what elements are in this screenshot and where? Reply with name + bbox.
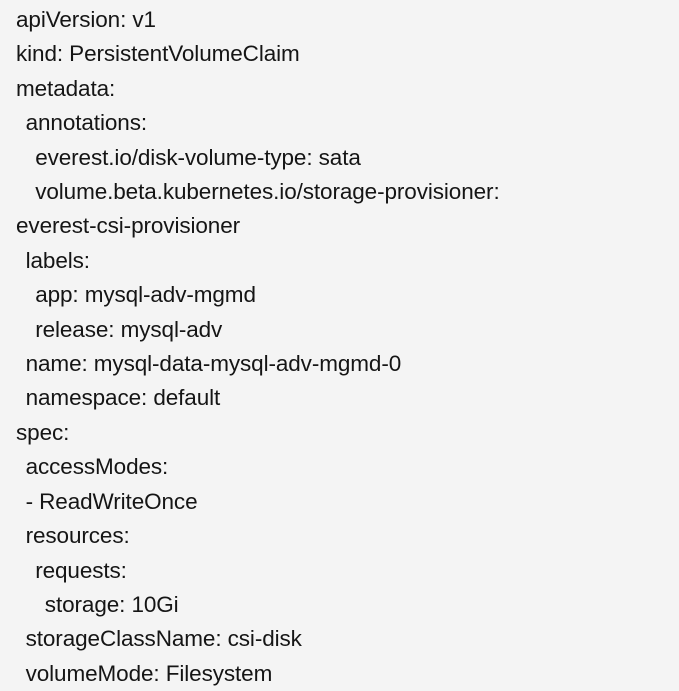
yaml-line: apiVersion: v1 — [16, 7, 156, 32]
yaml-line: volumeMode: Filesystem — [25, 660, 273, 686]
yaml-line: storage: 10Gi — [44, 591, 179, 617]
yaml-line: metadata: — [16, 75, 116, 101]
yaml-line: app: mysql-adv-mgmd — [35, 282, 256, 308]
yaml-line: accessModes: — [25, 454, 169, 480]
yaml-line: spec: — [16, 419, 70, 445]
yaml-line: resources: — [25, 523, 130, 549]
yaml-line: volume.beta.kubernetes.io/storage-provis… — [35, 179, 500, 205]
yaml-line: namespace: default — [25, 385, 221, 411]
yaml-line: release: mysql-adv — [35, 316, 223, 342]
yaml-line: requests: — [35, 557, 127, 583]
yaml-line: name: mysql-data-mysql-adv-mgmd-0 — [25, 351, 402, 377]
yaml-line: storageClassName: csi-disk — [25, 626, 302, 652]
yaml-line: everest-csi-provisioner — [16, 213, 241, 239]
yaml-line: labels: — [25, 247, 90, 273]
yaml-line: - ReadWriteOnce — [25, 488, 198, 514]
yaml-line: kind: PersistentVolumeClaim — [16, 41, 300, 67]
yaml-line: annotations: — [25, 110, 148, 136]
yaml-line: everest.io/disk-volume-type: sata — [35, 144, 361, 170]
